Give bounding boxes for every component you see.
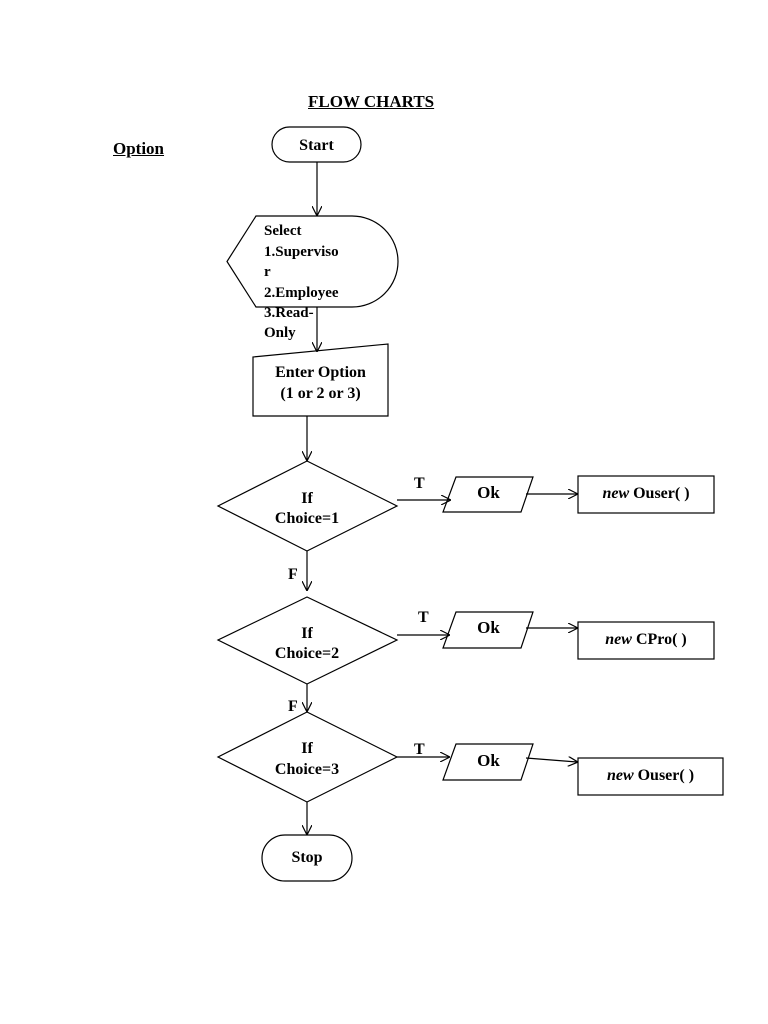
- output-3-label: Ok: [477, 751, 500, 770]
- process-3-keyword: new: [606, 767, 634, 784]
- display-shape: [226, 215, 399, 308]
- decision-2-true-label: T: [418, 609, 429, 626]
- decision-3-true-label: T: [414, 741, 425, 758]
- display-line-4: 2.Employee: [264, 285, 339, 301]
- page-title: FLOW CHARTS: [308, 92, 435, 111]
- process-1-call: Ouser( ): [633, 485, 690, 502]
- decision-3-if: If: [301, 740, 313, 757]
- output-1-label: Ok: [477, 483, 500, 502]
- manual-input-shape: [252, 343, 389, 417]
- stop-label: Stop: [291, 849, 323, 866]
- arrow-output-3-to-process-3: [525, 758, 577, 762]
- option-label: Option: [113, 139, 165, 158]
- process-3-call: Ouser( ): [637, 767, 695, 784]
- decision-1-true-label: T: [414, 475, 425, 492]
- process-1-keyword: new: [602, 485, 630, 502]
- decision-1-if: If: [301, 490, 313, 507]
- input-line-2: (1 or 2 or 3): [280, 385, 361, 402]
- input-line-1: Enter Option: [275, 364, 366, 381]
- process-2-keyword: new: [605, 631, 632, 648]
- display-line-6: Only: [264, 325, 296, 341]
- display-line-2: 1.Superviso: [264, 244, 339, 260]
- process-2-call: CPro( ): [635, 631, 687, 648]
- decision-2-false-label: F: [288, 698, 298, 715]
- start-label: Start: [299, 137, 334, 154]
- output-parallelogram-3: [442, 743, 534, 781]
- stop-terminator: [261, 834, 353, 882]
- display-line-3: r: [264, 264, 271, 280]
- process-box-1: [577, 475, 715, 514]
- decision-2-condition: Choice=2: [274, 645, 340, 662]
- process-box-2: [577, 621, 715, 660]
- process-3-label: new Ouser( ): [578, 766, 723, 786]
- process-1-label: new Ouser( ): [578, 484, 714, 504]
- process-2-label: new CPro( ): [578, 630, 714, 650]
- decision-1-false-label: F: [288, 566, 298, 583]
- display-line-1: Select: [264, 223, 302, 239]
- decision-3-condition: Choice=3: [274, 761, 340, 778]
- output-2-label: Ok: [477, 618, 500, 637]
- decision-1-condition: Choice=1: [274, 510, 340, 527]
- decision-2-if: If: [301, 625, 313, 642]
- process-box-3: [577, 757, 724, 796]
- display-line-5: 3.Read-: [264, 305, 314, 321]
